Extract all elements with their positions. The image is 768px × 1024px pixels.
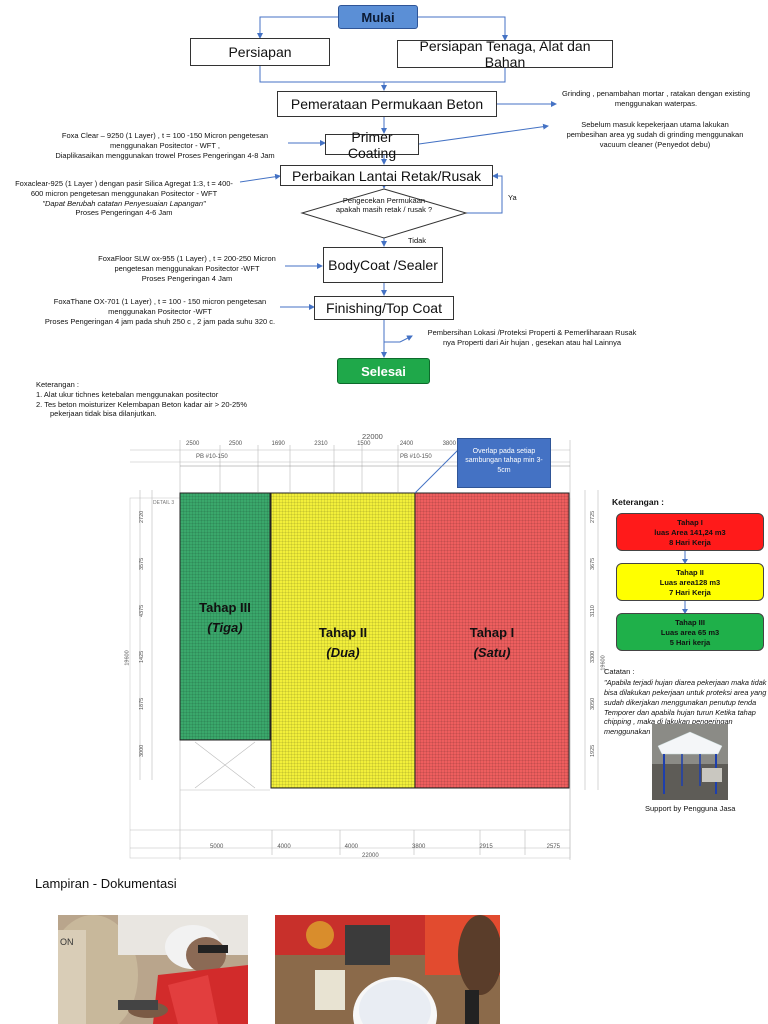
documentation-photo-1: ON bbox=[58, 915, 248, 1024]
left-dims: 2720 3575 4375 1425 1875 3000 bbox=[139, 510, 145, 757]
svg-text:ON: ON bbox=[60, 937, 74, 947]
tent-photo bbox=[652, 724, 728, 800]
stage1-label: Tahap I (Satu) bbox=[469, 625, 515, 660]
overlap-note: Overlap pada setiap sambungan tahap min … bbox=[457, 438, 551, 488]
note-bodycoat: FoxaFloor SLW ox-955 (1 Layer) , t = 200… bbox=[98, 254, 276, 283]
decision-yes-label: Ya bbox=[508, 193, 517, 202]
bottom-total-dim: 22000 bbox=[362, 853, 379, 859]
decision-no-label: Tidak bbox=[408, 236, 427, 245]
perbaikan-node: Perbaikan Lantai Retak/Rusak bbox=[280, 165, 493, 186]
end-node: Selesai bbox=[337, 358, 430, 384]
bodycoat-node: BodyCoat /Sealer bbox=[323, 247, 443, 283]
primer-node: Primer Coating bbox=[325, 129, 419, 161]
top-axis-left: PB #10-150 bbox=[196, 454, 228, 460]
detail-label: DETAIL 3 bbox=[153, 500, 175, 506]
documentation-photo-2 bbox=[275, 915, 500, 1024]
catatan-title: Catatan : bbox=[604, 667, 635, 676]
note-grinding: Grinding , penambahan mortar , ratakan d… bbox=[561, 89, 751, 108]
persiapan-node: Persiapan bbox=[190, 38, 330, 66]
legend-arrows bbox=[682, 549, 688, 614]
right-dims: 2725 3675 3110 3300 3050 1925 bbox=[590, 510, 596, 757]
stage2-label: Tahap II (Dua) bbox=[318, 625, 368, 660]
decision-label: Pengecekan Permukaan apakah masih retak … bbox=[335, 196, 433, 215]
note-primer: Foxa Clear – 9250 (1 Layer) , t = 100 -1… bbox=[55, 131, 275, 160]
start-node: Mulai bbox=[338, 5, 418, 29]
note-finishing: FoxaThane OX-701 (1 Layer) , t = 100 - 1… bbox=[44, 297, 276, 326]
legend-stage3: Tahap III Luas area 65 m3 5 Hari kerja bbox=[616, 613, 764, 651]
top-axis-right: PB #10-150 bbox=[400, 454, 432, 460]
note-vacuum: Sebelum masuk kepekerjaan utama lakukan … bbox=[566, 120, 744, 149]
finishing-node: Finishing/Top Coat bbox=[314, 296, 454, 320]
perataan-node: Pemerataan Permukaan Beton bbox=[277, 91, 497, 117]
legend-stage1: Tahap I luas Area 141,24 m3 8 Hari Kerja bbox=[616, 513, 764, 551]
keterangan-block: Keterangan : 1. Alat ukur tichnes keteba… bbox=[36, 380, 248, 419]
floor-plan bbox=[129, 440, 599, 860]
note-cleanup: Pembersihan Lokasi /Proteksi Properti & … bbox=[427, 328, 637, 347]
persiapan-tenaga-node: Persiapan Tenaga, Alat dan Bahan bbox=[397, 38, 613, 70]
lampiran-title: Lampiran - Dokumentasi bbox=[35, 876, 177, 891]
decision-diamond bbox=[300, 188, 468, 239]
top-total-dim: 22000 bbox=[362, 432, 383, 441]
catatan-text: "Apabila terjadi hujan diarea pekerjaan … bbox=[604, 678, 767, 737]
stage3-label: Tahap III (Tiga) bbox=[199, 600, 251, 635]
left-total-dim: 19600 bbox=[124, 650, 131, 666]
support-caption: Support by Pengguna Jasa bbox=[645, 804, 736, 813]
legend-title: Keterangan : bbox=[612, 497, 664, 507]
flowchart-connectors bbox=[239, 16, 557, 358]
note-perbaikan: Foxaclear-925 (1 Layer ) dengan pasir Si… bbox=[15, 179, 233, 218]
legend-stage2: Tahap II Luas area128 m3 7 Hari Kerja bbox=[616, 563, 764, 601]
